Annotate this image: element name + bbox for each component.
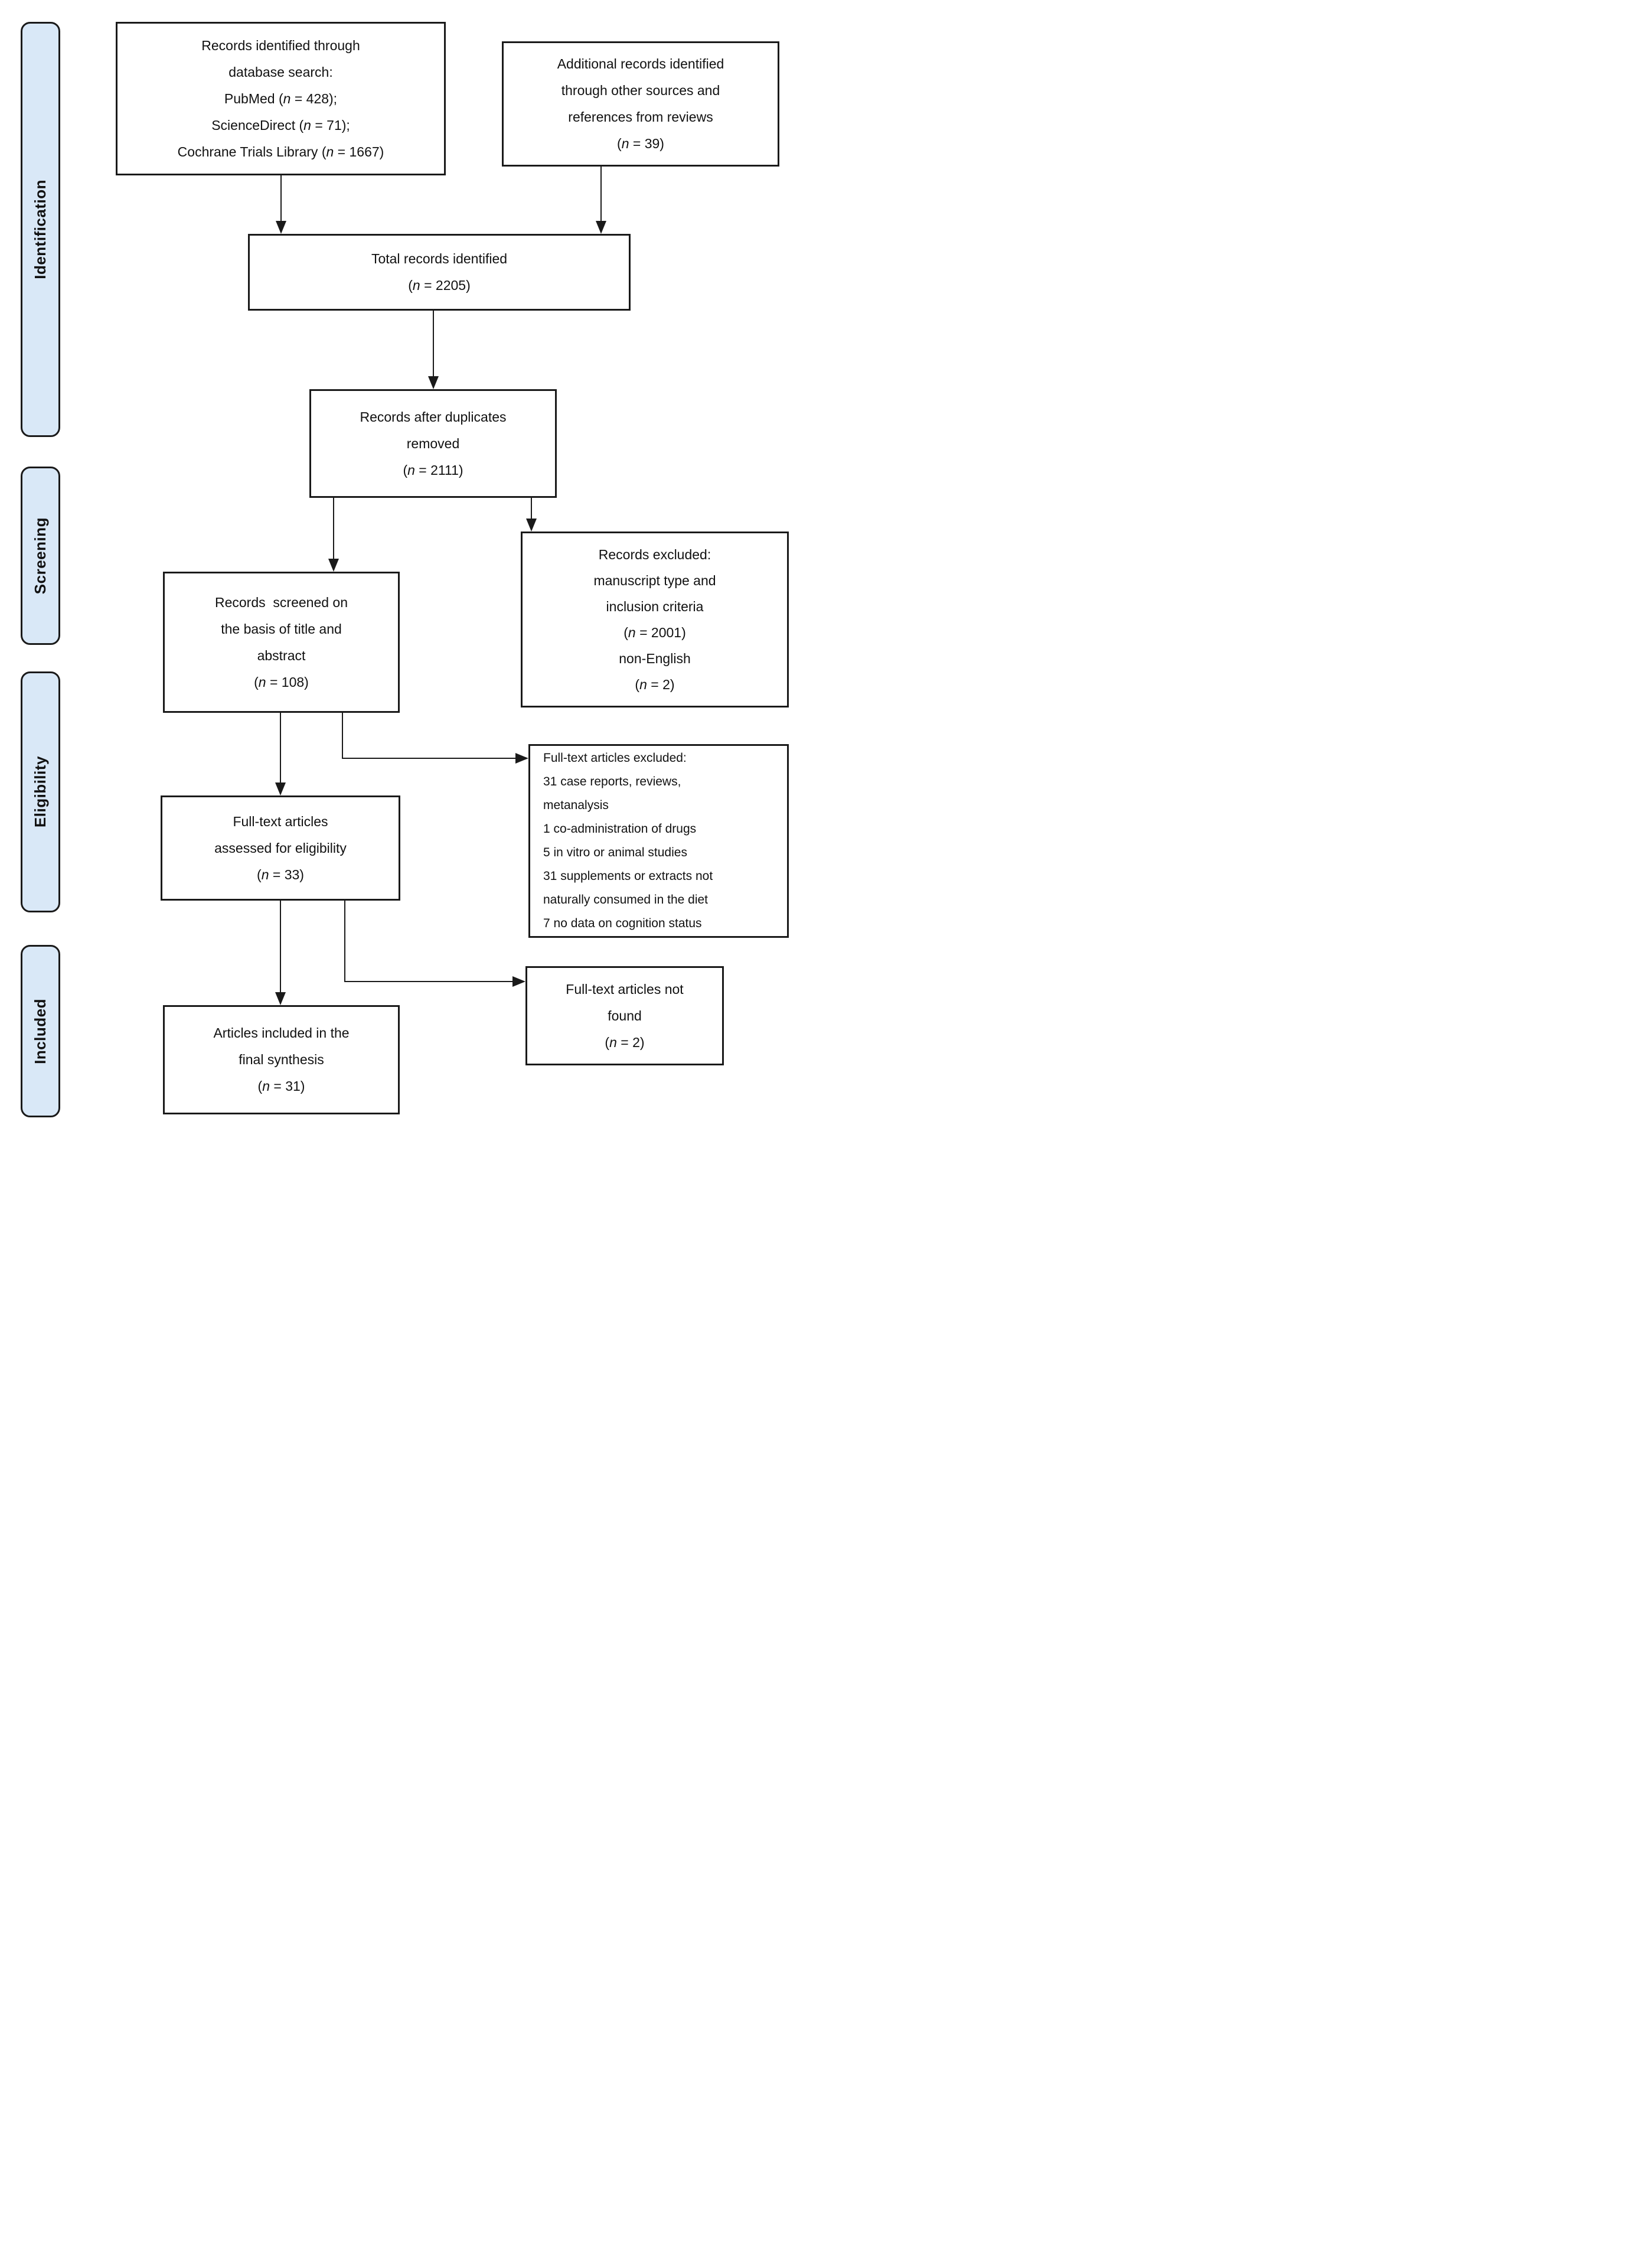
box-articles-included-final: Articles included in the final synthesis… [163, 1005, 400, 1114]
arrow-duplicates-to-screened-line [333, 498, 334, 560]
arrow-total-to-duplicates-line [433, 311, 434, 377]
arrow-identified-to-total-head [276, 221, 286, 234]
stage-label-identification: Identification [31, 180, 49, 279]
box-fulltext-articles-not-found: Full-text articles not found (n = 2) [525, 966, 724, 1065]
box-records-excluded-text: Records excluded: manuscript type and in… [593, 547, 716, 692]
stage-band-eligibility: Eligibility [21, 671, 60, 912]
box-records-identified-database: Records identified through database sear… [116, 22, 446, 175]
arrow-additional-to-total-line [600, 167, 602, 222]
box-total-records: Total records identified (n = 2205) [248, 234, 631, 311]
arrow-identified-to-total-line [280, 175, 282, 222]
stage-label-eligibility: Eligibility [31, 756, 49, 828]
box-records-after-duplicates-text: Records after duplicates removed (n = 21… [360, 409, 507, 478]
arrow-assessed-to-not-found-head [512, 976, 525, 987]
box-additional-records: Additional records identified through ot… [502, 41, 779, 167]
stage-band-screening: Screening [21, 467, 60, 645]
arrow-screened-to-assessed-head [275, 782, 286, 795]
box-fulltext-articles-assessed: Full-text articles assessed for eligibil… [161, 795, 400, 901]
box-records-identified-database-text: Records identified through database sear… [177, 37, 384, 159]
box-fulltext-articles-excluded: Full-text articles excluded: 31 case rep… [528, 744, 789, 938]
arrow-screened-to-fulltext-excluded-vline [342, 713, 343, 759]
stage-band-included: Included [21, 945, 60, 1117]
arrow-additional-to-total-head [596, 221, 606, 234]
arrow-assessed-to-included-line [280, 901, 281, 993]
box-fulltext-articles-excluded-text: Full-text articles excluded: 31 case rep… [543, 751, 713, 930]
arrow-assessed-to-included-head [275, 992, 286, 1005]
arrow-screened-to-fulltext-excluded-head [515, 753, 528, 764]
box-fulltext-articles-not-found-text: Full-text articles not found (n = 2) [566, 981, 684, 1050]
box-records-screened: Records screened on the basis of title a… [163, 572, 400, 713]
arrow-screened-to-fulltext-excluded-hline [342, 758, 517, 759]
stage-label-screening: Screening [31, 517, 49, 595]
arrow-screened-to-assessed-line [280, 713, 281, 784]
prisma-flow-diagram: Identification Screening Eligibility Inc… [0, 0, 826, 1133]
arrow-duplicates-to-excluded-head [526, 519, 537, 532]
box-articles-included-final-text: Articles included in the final synthesis… [213, 1025, 350, 1094]
stage-label-included: Included [31, 998, 49, 1064]
box-additional-records-text: Additional records identified through ot… [557, 56, 724, 151]
box-fulltext-articles-assessed-text: Full-text articles assessed for eligibil… [214, 813, 347, 882]
box-records-excluded: Records excluded: manuscript type and in… [521, 532, 789, 707]
box-records-after-duplicates: Records after duplicates removed (n = 21… [309, 389, 557, 498]
arrow-duplicates-to-excluded-line [531, 498, 532, 520]
arrow-total-to-duplicates-head [428, 376, 439, 389]
arrow-assessed-to-not-found-hline [344, 981, 514, 982]
arrow-assessed-to-not-found-vline [344, 901, 345, 982]
box-total-records-text: Total records identified (n = 2205) [371, 251, 508, 293]
arrow-duplicates-to-screened-head [328, 559, 339, 572]
stage-band-identification: Identification [21, 22, 60, 437]
box-records-screened-text: Records screened on the basis of title a… [214, 594, 348, 690]
